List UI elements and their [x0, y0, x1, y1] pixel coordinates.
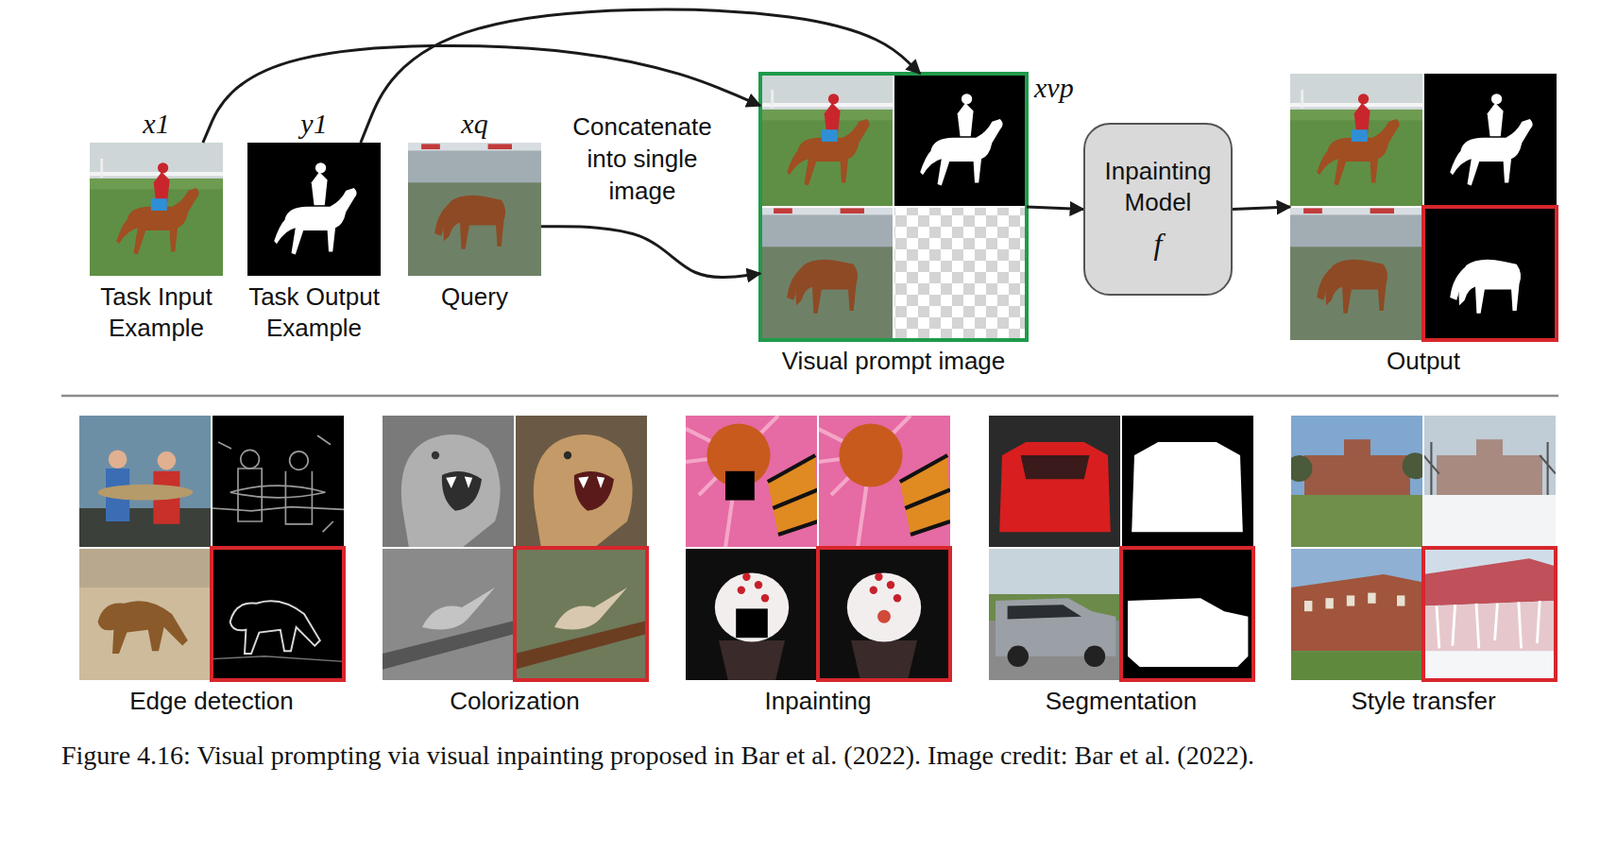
grid-cell — [1290, 206, 1424, 341]
colorization-grid — [382, 415, 647, 681]
panel-caption: Task Input Example — [71, 281, 242, 343]
edge-label: Concatenate into single image — [557, 111, 728, 207]
green-border — [760, 73, 1027, 341]
segmentation-grid — [988, 415, 1254, 681]
model-box: Inpainting Model f — [1083, 122, 1233, 296]
grid-cell — [1290, 73, 1424, 207]
grid-cell — [760, 73, 894, 207]
panel-caption: Query — [390, 281, 561, 313]
figure-caption: Figure 4.16: Visual prompting via visual… — [61, 738, 1564, 773]
example-grid: Colorization — [382, 415, 647, 681]
image-panel: x1Task Input Example — [89, 142, 223, 276]
task-input-photo — [89, 142, 223, 276]
image-panel: y1Task Output Example — [247, 142, 381, 276]
math-symbol: xq — [460, 105, 488, 142]
box-label: f — [1154, 224, 1163, 263]
example-grid: Segmentation — [988, 415, 1254, 681]
math-symbol: y1 — [300, 105, 327, 142]
edge-grid — [79, 415, 344, 681]
image-panel: xqQuery — [408, 142, 542, 276]
predicted-cell — [1423, 206, 1557, 341]
box-label: Inpainting Model — [1096, 155, 1220, 218]
masked-cell — [893, 206, 1027, 341]
example-grid: Edge detection — [79, 415, 344, 681]
grid-cell — [1423, 73, 1557, 207]
grid-divider — [1290, 73, 1557, 341]
panel-caption: Task Output Example — [229, 281, 400, 343]
panel-caption: Visual prompt image — [782, 345, 1006, 377]
arrow-connector — [1232, 206, 1291, 210]
example-grid: Style transfer — [1291, 415, 1556, 681]
math-symbol: xvp — [1034, 69, 1074, 106]
query-photo — [408, 142, 542, 276]
panel-caption: Edge detection — [129, 685, 293, 717]
example-grid: Inpainting — [685, 415, 951, 681]
panel-caption: Segmentation — [1045, 685, 1197, 717]
grid-cell — [760, 206, 894, 341]
math-symbol: x1 — [142, 105, 170, 142]
grid-divider — [760, 73, 1027, 341]
red-border — [1423, 206, 1557, 341]
grid-cell — [893, 73, 1027, 207]
panel-caption: Style transfer — [1350, 685, 1496, 717]
task-output-mask — [247, 142, 381, 276]
panel-caption: Inpainting — [765, 685, 872, 717]
style-grid — [1285, 415, 1556, 681]
separator-line — [61, 394, 1559, 398]
panel-caption: Colorization — [449, 685, 579, 717]
arrow-connector — [1026, 206, 1084, 210]
output-grid: Output — [1290, 73, 1557, 341]
prompt-grid: xvpVisual prompt image — [760, 73, 1027, 341]
arrow-connector — [541, 226, 761, 278]
panel-caption: Output — [1386, 345, 1461, 377]
inpainting-grid — [685, 415, 951, 681]
